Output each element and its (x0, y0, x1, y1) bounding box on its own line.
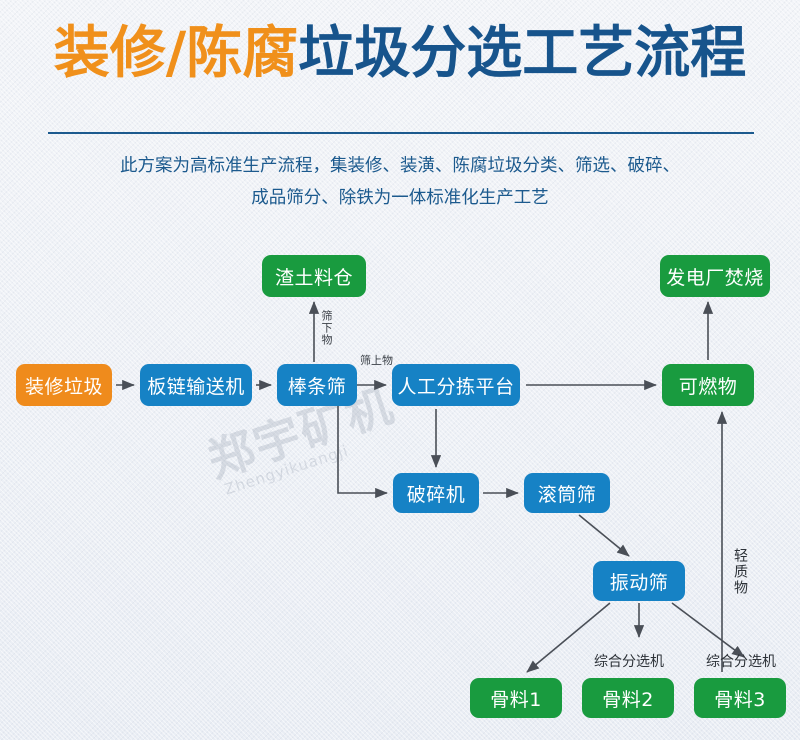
page-subtitle-line2: 成品筛分、除铁为一体标准化生产工艺 (251, 188, 549, 209)
node-guliao-1[interactable]: 骨料1 (470, 678, 562, 718)
node-guntong-shai[interactable]: 滚筒筛 (524, 473, 610, 513)
page-title-orange: 装修/陈腐 (53, 21, 299, 86)
edge-zhendong-guliao3 (671, 602, 745, 658)
node-label: 棒条筛 (287, 375, 347, 398)
node-guliao-2[interactable]: 骨料2 (582, 678, 674, 718)
node-rengong-fenjian-pingtai[interactable]: 人工分拣平台 (392, 364, 520, 406)
node-label: 人工分拣平台 (397, 375, 515, 398)
edge-guntong-zhendong (578, 514, 630, 557)
node-label: 板链输送机 (147, 375, 245, 398)
node-guliao-3[interactable]: 骨料3 (694, 678, 786, 718)
node-zhatu-liaocang[interactable]: 渣土料仓 (262, 255, 366, 297)
edge-label-qingzhiwu: 轻质物 (732, 548, 748, 596)
node-zhendong-shai[interactable]: 振动筛 (593, 561, 685, 601)
node-bangtiao-shai[interactable]: 棒条筛 (277, 364, 357, 406)
edge-label-zonghe-fenxuanji-2: 综合分选机 (706, 654, 776, 670)
node-label: 振动筛 (609, 571, 669, 594)
node-zhuangxiu-laji[interactable]: 装修垃圾 (16, 364, 112, 406)
node-banlian-shusongji[interactable]: 板链输送机 (140, 364, 252, 406)
node-fadianchang-fenshao[interactable]: 发电厂焚烧 (660, 255, 770, 297)
edge-label-zonghe-fenxuanji-1: 综合分选机 (594, 654, 664, 670)
page-title-blue: 垃圾分选工艺流程 (298, 21, 747, 86)
node-label: 发电厂焚烧 (666, 266, 764, 289)
node-posuiji[interactable]: 破碎机 (393, 473, 479, 513)
edge-label-shaixiawu: 筛下物 (320, 310, 333, 346)
node-keranwu[interactable]: 可燃物 (662, 364, 754, 406)
node-label: 可燃物 (678, 375, 738, 398)
title-divider (48, 132, 754, 134)
edge-label-shaishangwu: 筛上物 (360, 354, 393, 367)
node-label: 滚筒筛 (537, 483, 597, 506)
page-subtitle-line1: 此方案为高标准生产流程，集装修、装潢、陈腐垃圾分类、筛选、破碎、 (120, 156, 680, 176)
node-label: 骨料2 (602, 688, 654, 711)
node-label: 破碎机 (406, 483, 466, 506)
node-label: 骨料1 (490, 688, 542, 711)
node-label: 渣土料仓 (274, 266, 353, 289)
page-title: 装修/陈腐垃圾分选工艺流程 (0, 26, 800, 82)
node-label: 装修垃圾 (24, 375, 103, 398)
node-label: 骨料3 (714, 688, 766, 711)
page-subtitle: 此方案为高标准生产流程，集装修、装潢、陈腐垃圾分类、筛选、破碎、 成品筛分、除铁… (60, 150, 740, 215)
